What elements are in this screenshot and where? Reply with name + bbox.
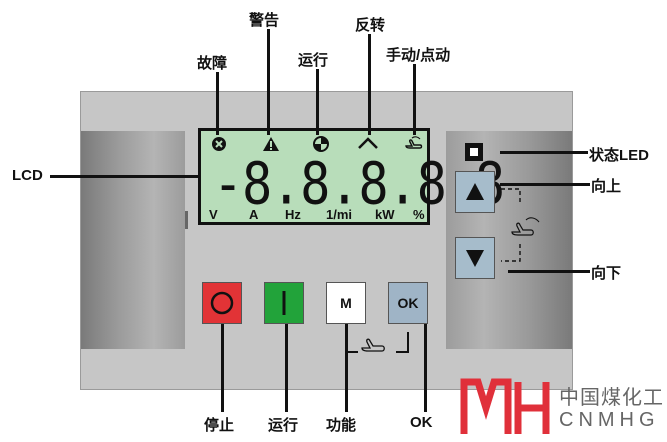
label-down: 向下 — [591, 265, 622, 282]
left-grip — [81, 131, 188, 349]
hand-icon — [511, 217, 540, 236]
grip-notch — [185, 211, 188, 229]
m-ok-combo-bracket — [345, 332, 409, 353]
leader-ok — [424, 324, 427, 412]
label-function: 功能 — [326, 417, 357, 434]
label-warning: 警告 — [249, 12, 280, 29]
label-status-led: 状态LED — [589, 147, 650, 164]
label-hand-jog: 手动/点动 — [386, 47, 451, 64]
arrow-up-icon — [466, 183, 484, 200]
updown-combo-bracket — [501, 188, 540, 262]
label-ok: OK — [410, 414, 433, 431]
status-led-icon — [465, 143, 483, 161]
run-button[interactable] — [264, 282, 304, 324]
stop-button[interactable] — [202, 282, 242, 324]
ok-button[interactable]: OK — [388, 282, 428, 324]
label-lcd: LCD — [12, 167, 43, 184]
reverse-icon — [358, 137, 378, 149]
watermark-en: CNMHG — [559, 409, 660, 431]
unit-kw: kW — [375, 207, 395, 222]
leader-warning — [267, 29, 270, 135]
unit-rpm: 1/mi — [326, 207, 353, 222]
run-icon — [282, 291, 286, 315]
fault-icon — [212, 137, 226, 151]
leader-reverse — [368, 34, 371, 135]
lcd-display: -8.8.8.8.8 V A Hz 1/mi kW % — [198, 128, 505, 225]
leader-running — [316, 69, 319, 135]
m-button-label: M — [340, 295, 352, 311]
watermark-logo-icon — [460, 378, 550, 434]
label-running-top: 运行 — [298, 52, 329, 69]
unit-a: A — [249, 207, 259, 222]
warning-icon — [263, 137, 279, 151]
label-fault: 故障 — [197, 55, 228, 72]
ok-button-label: OK — [397, 295, 419, 311]
leader-function — [345, 324, 348, 412]
m-button[interactable]: M — [326, 282, 366, 324]
label-up: 向上 — [591, 178, 622, 195]
unit-v: V — [209, 207, 218, 222]
label-run: 运行 — [268, 417, 299, 434]
leader-stop — [221, 324, 224, 412]
label-reverse: 反转 — [355, 17, 386, 34]
label-stop: 停止 — [204, 417, 235, 434]
leader-status-led — [500, 151, 588, 154]
leader-hand-jog — [413, 64, 416, 135]
running-icon — [313, 136, 329, 152]
leader-run — [285, 324, 288, 412]
watermark-cn: 中国煤化工 — [559, 385, 664, 409]
hand-jog-icon — [405, 136, 423, 149]
up-button[interactable] — [455, 171, 495, 213]
unit-hz: Hz — [285, 207, 301, 222]
unit-percent: % — [413, 207, 425, 222]
leader-lcd — [50, 175, 200, 178]
lcd-units-row: V A Hz 1/mi kW % — [207, 207, 425, 222]
leader-up — [500, 183, 590, 186]
stop-icon — [210, 291, 234, 315]
leader-fault — [216, 72, 219, 135]
leader-down — [508, 270, 590, 273]
arrow-down-icon — [466, 250, 484, 267]
down-button[interactable] — [455, 237, 495, 279]
